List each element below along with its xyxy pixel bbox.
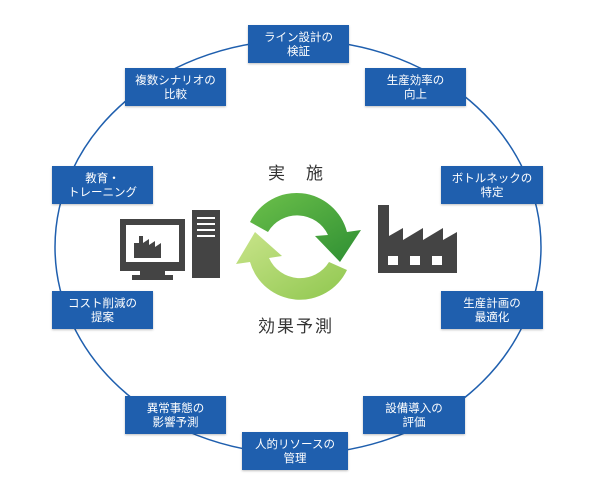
node-production-plan: 生産計画の 最適化 — [441, 291, 543, 329]
factory-icon — [378, 205, 457, 273]
node-cost-reduction: コスト削減の 提案 — [52, 291, 153, 329]
node-abnormal-impact: 異常事態の 影響予測 — [125, 396, 226, 434]
node-label: 教育・ トレーニング — [68, 171, 137, 199]
node-label: コスト削減の 提案 — [68, 296, 137, 324]
node-label: 生産効率の 向上 — [386, 73, 445, 101]
node-label: 異常事態の 影響予測 — [146, 401, 205, 429]
node-human-resources: 人的リソースの 管理 — [242, 432, 348, 470]
center-top-label: 実 施 — [268, 164, 325, 184]
node-production-efficiency: 生産効率の 向上 — [365, 68, 466, 106]
node-bottleneck: ボトルネックの 特定 — [441, 166, 543, 204]
cycle-arrows-icon — [236, 192, 361, 300]
node-line-design: ライン設計の 検証 — [248, 25, 349, 63]
node-label: 生産計画の 最適化 — [463, 296, 521, 324]
node-training: 教育・ トレーニング — [52, 166, 153, 204]
node-label: ライン設計の 検証 — [264, 30, 333, 58]
center-bottom-label: 効果予測 — [258, 317, 334, 337]
node-label: 人的リソースの 管理 — [255, 437, 335, 465]
node-scenario-compare: 複数シナリオの 比較 — [125, 68, 226, 106]
node-label: ボトルネックの 特定 — [451, 171, 533, 199]
node-label: 設備導入の 評価 — [385, 401, 443, 429]
node-label: 複数シナリオの 比較 — [135, 73, 216, 101]
node-equipment-eval: 設備導入の 評価 — [363, 396, 465, 434]
computer-icon — [120, 210, 220, 280]
